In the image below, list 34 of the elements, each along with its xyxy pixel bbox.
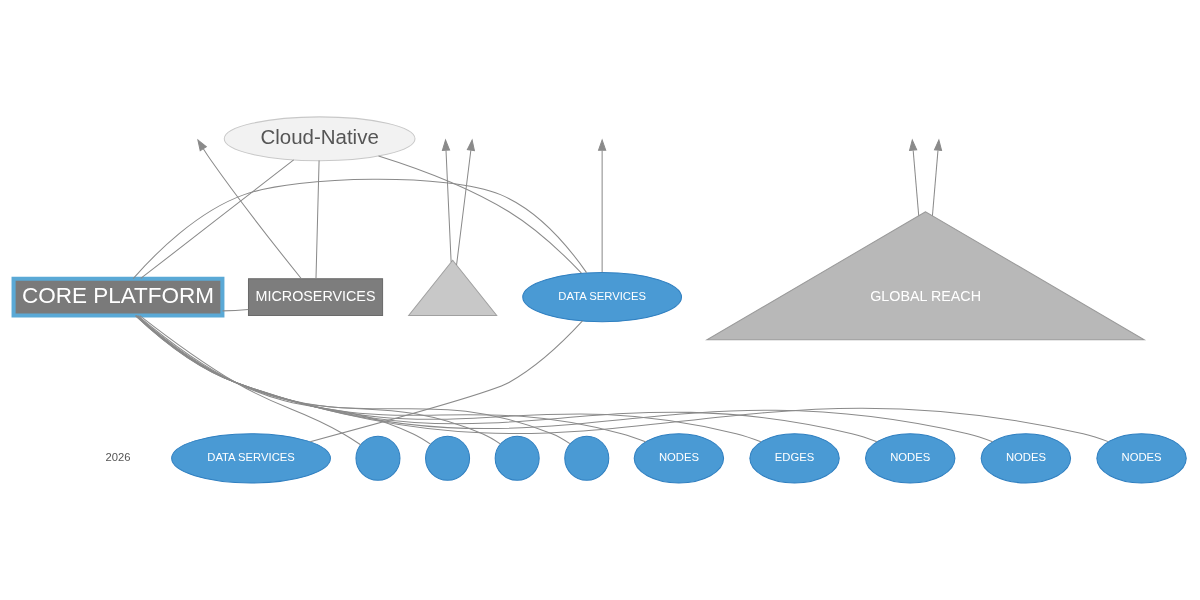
arrow [931,138,943,217]
connector [137,315,431,445]
connector [222,309,249,312]
node-box: MICROSERVICES [248,278,384,317]
label: 2026 [105,451,131,464]
connector [136,315,501,445]
node-ellipse: NODES [633,433,725,484]
connector [315,160,320,280]
arrow [908,138,920,217]
arrow [441,138,452,263]
connector [140,159,295,279]
connector [135,315,646,443]
node-circle [355,435,401,481]
connector [139,315,362,446]
node-ellipse: DATA SERVICES [171,433,331,484]
connector [136,315,571,445]
node-ellipse: DATA SERVICES [522,271,683,323]
connector [135,315,762,443]
node-ellipse: NODES [1096,433,1187,484]
node-ellipse: EDGES [749,433,840,484]
connector [132,178,588,280]
arrow [597,138,607,273]
node-box: CORE PLATFORM [11,276,225,318]
node-ellipse: NODES [980,433,1072,484]
node-ellipse: NODES [865,433,956,484]
node-circle [564,435,610,481]
node-triangle [407,259,498,317]
node-circle [494,435,540,481]
arrow [456,138,476,266]
connector [378,155,582,274]
arrow [197,138,302,279]
connector [309,320,583,443]
node-ellipse: Cloud-Native [223,116,416,162]
node-circle [425,435,471,481]
